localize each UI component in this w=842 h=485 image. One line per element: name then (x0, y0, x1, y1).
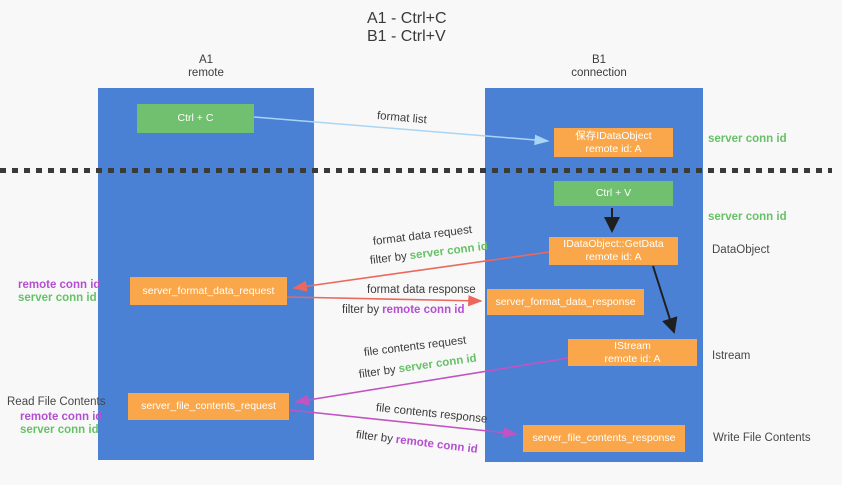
annotation-istream: Istream (712, 350, 751, 362)
label-file-contents-response: file contents response (375, 402, 488, 426)
node-ctrl-c: Ctrl + C (137, 104, 254, 133)
lifeline-a1-name: A1 (198, 54, 214, 66)
node-ctrl-v: Ctrl + V (554, 181, 673, 206)
node-save-idataobject: 保存IDataObject remote id: A (554, 128, 673, 157)
node-istream-line2: remote id: A (604, 352, 661, 365)
node-idataobject-getdata: IDataObject::GetData remote id: A (549, 237, 678, 265)
node-format-response-label: server_format_data_response (495, 295, 636, 308)
node-server-file-contents-response: server_file_contents_response (523, 425, 685, 452)
arrow-format-data-response (286, 295, 483, 307)
lifeline-a1-role: remote (188, 67, 224, 79)
annotation-server-conn-id-right-2: server conn id (708, 211, 787, 223)
server-conn-id-text: server conn id (397, 352, 478, 376)
annotation-write-file-contents: Write File Contents (713, 432, 811, 444)
lifeline-b1-name: B1 (591, 54, 607, 66)
lifeline-header-a1: A1 remote (156, 54, 256, 80)
node-file-request-label: server_file_contents_request (141, 400, 276, 412)
diagram-title: A1 - Ctrl+C B1 - Ctrl+V (367, 10, 447, 46)
title-line-b1: B1 - Ctrl+V (367, 28, 446, 45)
node-server-format-data-request: server_format_data_request (130, 277, 287, 305)
node-istream-line1: IStream (614, 339, 651, 352)
annotation-dataobject: DataObject (712, 244, 770, 256)
filter-by-text: filter by (369, 250, 408, 267)
node-ctrl-c-label: Ctrl + C (177, 112, 214, 124)
node-file-response-label: server_file_contents_response (532, 432, 676, 444)
node-save-idataobject-line2: remote id: A (585, 142, 642, 155)
annotation-remote-conn-id-left-2: remote conn id (20, 411, 103, 423)
node-server-file-contents-request: server_file_contents_request (128, 393, 289, 420)
node-getdata-line1: IDataObject::GetData (563, 238, 664, 250)
label-format-list: format list (376, 110, 428, 127)
node-ctrl-v-label: Ctrl + V (595, 187, 632, 199)
machine-boundary-dotted-line (0, 168, 832, 173)
filter-by-text: filter by (355, 429, 394, 446)
annotation-read-file-contents: Read File Contents (7, 396, 106, 408)
annotation-remote-conn-id-left-1: remote conn id (18, 279, 101, 291)
label-format-data-response: format data response (367, 284, 476, 296)
remote-conn-id-text: remote conn id (395, 433, 479, 456)
lifeline-b1-role: connection (571, 67, 627, 79)
lifeline-header-b1: B1 connection (549, 54, 649, 80)
node-getdata-line2: remote id: A (585, 251, 642, 263)
server-conn-id-text: server conn id (409, 240, 489, 263)
annotation-server-conn-id-right-1: server conn id (708, 133, 787, 145)
annotation-server-conn-id-left-1: server conn id (18, 292, 97, 304)
node-istream: IStream remote id: A (568, 339, 697, 366)
filter-by-text: filter by (358, 363, 397, 381)
filter-by-text: filter by (342, 304, 380, 316)
node-format-request-label: server_format_data_request (142, 284, 275, 297)
node-server-format-data-response: server_format_data_response (487, 289, 644, 315)
node-save-idataobject-line1: 保存IDataObject (575, 129, 652, 142)
annotation-server-conn-id-left-2: server conn id (20, 424, 99, 436)
remote-conn-id-text: remote conn id (382, 304, 465, 316)
title-line-a1: A1 - Ctrl+C (367, 10, 447, 27)
